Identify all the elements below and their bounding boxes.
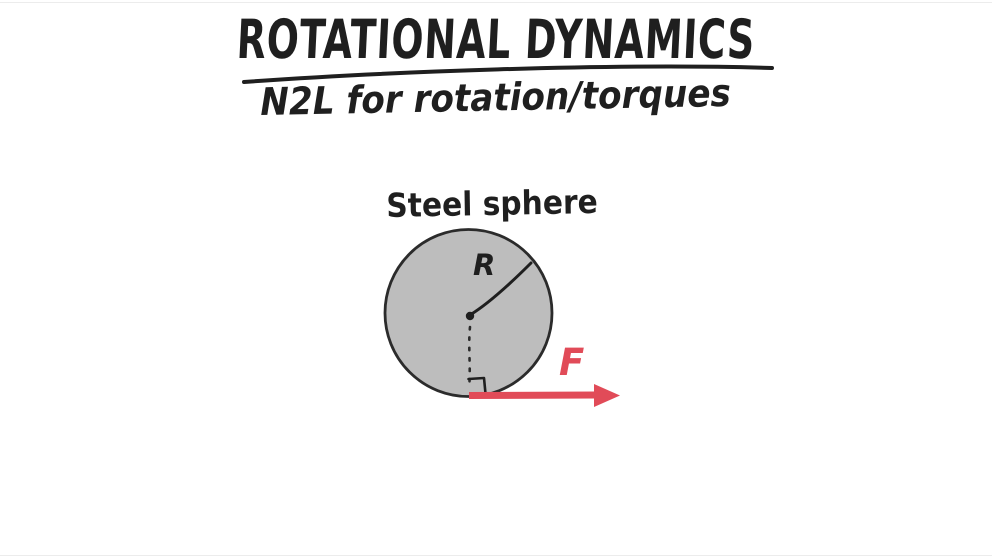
center-dot <box>465 311 475 321</box>
force-label: F <box>559 341 585 384</box>
dotted-radius-line <box>467 325 472 391</box>
top-edge-line <box>0 2 992 3</box>
right-angle-mark <box>467 376 487 395</box>
title-underline <box>242 64 774 84</box>
force-arrow-shaft <box>468 391 598 399</box>
radius-label: R <box>473 248 496 282</box>
sphere-label: Steel sphere <box>386 181 598 225</box>
radius-line <box>468 261 533 317</box>
force-arrow-head <box>594 384 620 407</box>
page-subtitle: N2L for rotation/torques <box>260 70 732 124</box>
page-title: ROTATIONAL DYNAMICS <box>235 8 757 71</box>
force-arrow <box>468 384 620 407</box>
bottom-edge-line <box>0 555 992 556</box>
